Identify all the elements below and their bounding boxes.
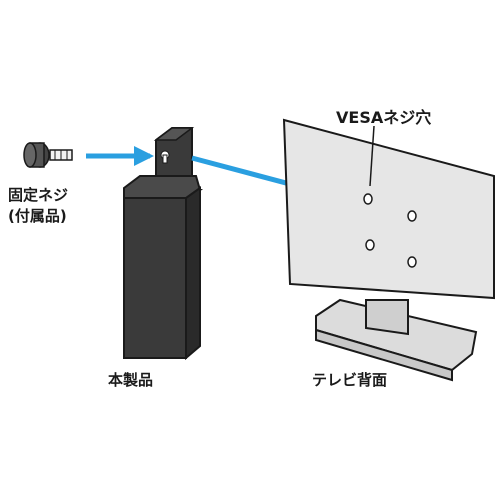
vesa-holes [363,193,417,268]
product-illustration [122,127,204,361]
label-product: 本製品 [108,371,154,389]
vesa-hole [363,193,373,205]
screw-icon [23,142,73,168]
label-fixing-screw: 固定ネジ [8,186,69,204]
tv-back-illustration [282,118,495,382]
label-included: (付属品) [8,207,67,225]
vesa-hole [407,256,417,268]
vesa-hole [365,239,375,251]
label-tv-back: テレビ背面 [312,371,388,389]
vesa-hole [407,210,417,222]
label-vesa-holes: VESAネジ穴 [336,108,432,127]
